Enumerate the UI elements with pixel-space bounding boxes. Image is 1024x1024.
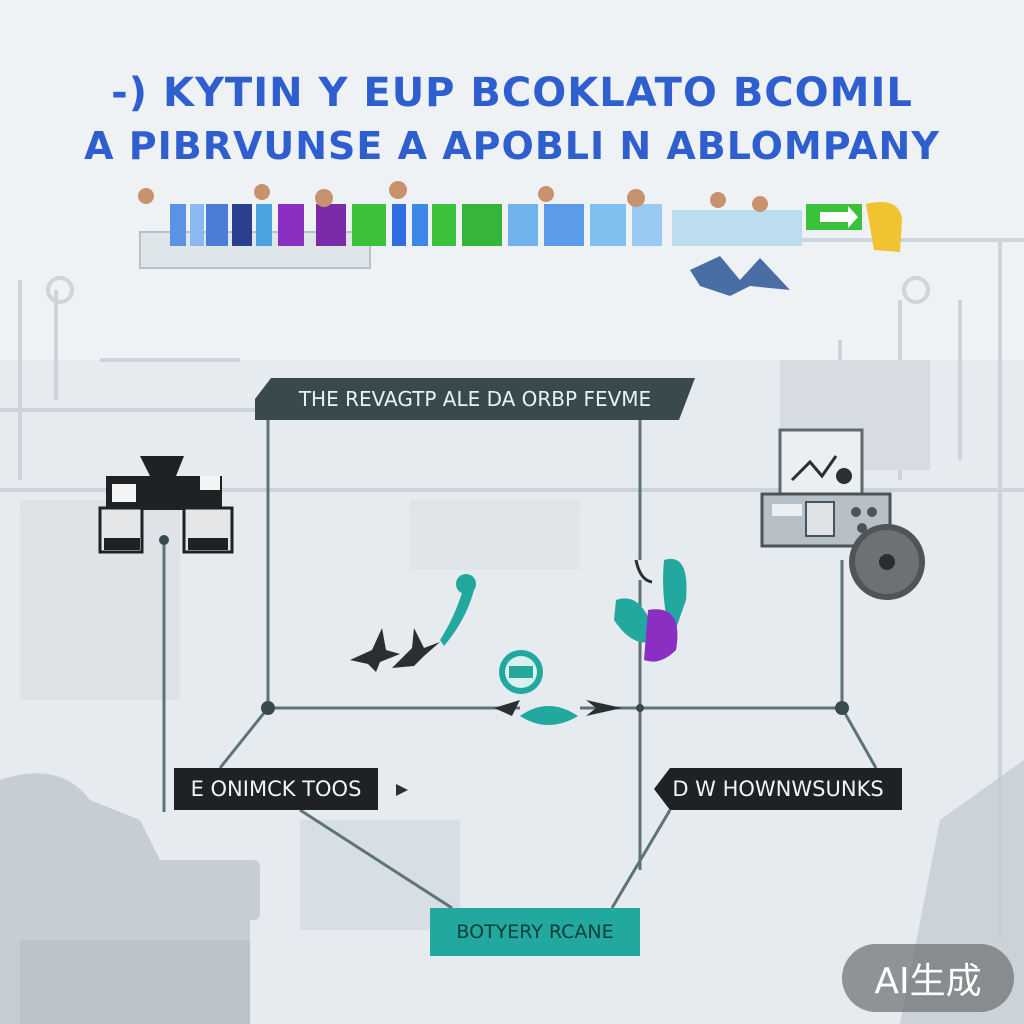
disc-icon (849, 524, 925, 600)
ai-generated-badge: AI生成 (842, 944, 1014, 1012)
people-banner-icon (138, 181, 902, 296)
faded-machinery (0, 773, 260, 1024)
label-right: D W HOWNWSUNKS (654, 768, 902, 810)
label-bottom: BOTYERY RCANE (430, 908, 640, 956)
page-title: -) KYTIN Y EUP BCOKLATO BCOMIL (111, 70, 913, 116)
arrow-right-icon (396, 700, 622, 796)
leaf-icon (494, 700, 578, 725)
cash-register-icon (98, 456, 234, 554)
label-left: E ONIMCK TOOS (174, 768, 378, 810)
label-top: THE REVAGTP ALE DA ORBP FEVME (255, 378, 695, 420)
robot-badge-icon (499, 650, 543, 694)
diagram-nodes (159, 535, 849, 715)
birds-icon (350, 574, 476, 672)
feather-icon (614, 558, 687, 662)
office-machine-icon (760, 428, 892, 548)
page-subtitle: A PIBRVUNSE A APOBLI N ABLOMPANY (84, 124, 940, 168)
